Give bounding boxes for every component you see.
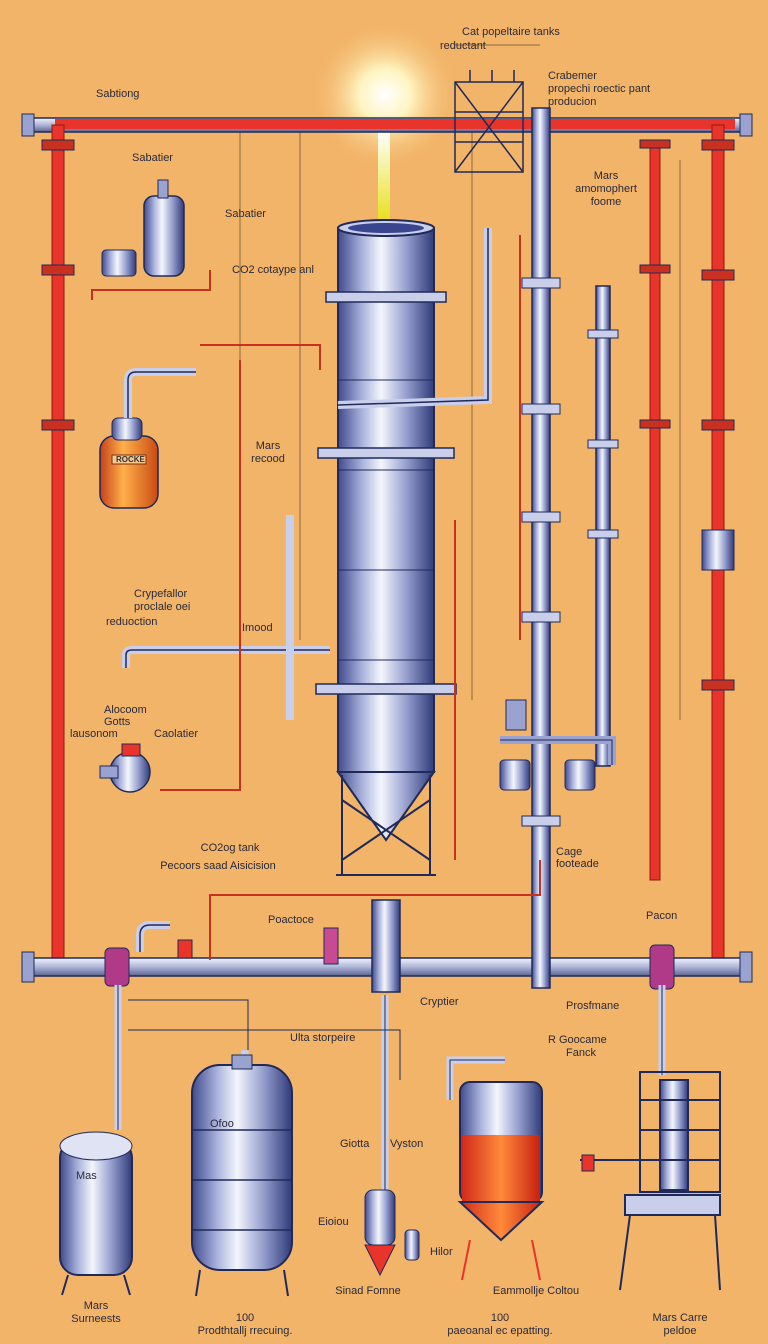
label-crabemer: Crabemer: [548, 70, 597, 82]
label-cage: Cage: [556, 846, 583, 858]
label-cryo-2: proclale oei: [134, 601, 191, 613]
label-cryptier: Cryptier: [420, 996, 459, 1008]
label-num-left: 100: [235, 1312, 255, 1324]
label-co2-tank: CO2og tank: [200, 842, 260, 854]
label-crabemer-3: producion: [548, 96, 597, 108]
label-cryo-3: reduoction: [106, 616, 158, 628]
label-imood: Imood: [242, 622, 273, 634]
label-cryo: Crypefallor: [134, 588, 188, 600]
label-mars-atm: Mars: [593, 170, 619, 182]
label-prod-left: Prodthtallj rrecuing.: [197, 1325, 293, 1337]
label-caolatier: Caolatier: [154, 728, 199, 740]
right-pump: [499, 699, 616, 791]
label-prod-right: paeoanal ec epatting.: [447, 1325, 553, 1337]
label-co2-capture: CO2 cotaype anl: [232, 264, 314, 276]
label-goocame-2: Fanck: [566, 1047, 596, 1059]
label-mars-surneests: Mars: [83, 1300, 109, 1312]
label-mars-carre: Mars Carre: [652, 1312, 708, 1324]
label-eammolle: Eammollje Coltou: [492, 1285, 580, 1297]
manifold-valves: [104, 899, 675, 993]
filter-unit: [364, 1189, 420, 1277]
label-mars-atm-3: foome: [590, 196, 622, 208]
label-mars-atm-2: amomophert: [575, 183, 637, 195]
top-scaffold: [454, 70, 524, 173]
label-hilor: Hilor: [430, 1246, 453, 1258]
label-poactoce: Poactoce: [268, 914, 314, 926]
right-structure: [580, 1071, 721, 1291]
label-eioiou: Eioiou: [318, 1216, 349, 1228]
label-pacon: Pacon: [646, 910, 678, 922]
label-mars-recood: Mars: [255, 440, 281, 452]
label-mars-recood-2: recood: [251, 453, 285, 465]
label-alocoom-3: lausonom: [70, 728, 118, 740]
label-sinad-fomne: Sinad Fomne: [335, 1285, 401, 1297]
label-sabatier-top: Sabatier: [132, 152, 173, 164]
label-mas: Mas: [76, 1170, 97, 1182]
label-top-tanks: Cat popeltaire tanks: [462, 26, 560, 38]
label-mars-surneests-2: Surneests: [71, 1313, 121, 1325]
label-num-right: 100: [490, 1312, 510, 1324]
red-cone-tank: [446, 1056, 545, 1281]
orange-tank-tag: ROCKE: [116, 455, 145, 464]
light-beam: [378, 130, 390, 220]
label-crabemer-2: propechi roectic pant: [548, 83, 651, 95]
orange-tank: [99, 417, 159, 509]
label-top-tanks-2: reductant: [440, 40, 486, 52]
label-vyston: Vyston: [390, 1138, 424, 1150]
ofoo-tank: [191, 1054, 293, 1297]
label-mars-carre-2: peldoe: [663, 1325, 697, 1337]
label-alocoom: Alocoom: [104, 704, 147, 716]
label-prosfmane: Prosfmane: [566, 1000, 620, 1012]
label-ofoo: Ofoo: [210, 1118, 234, 1130]
mas-tank: [59, 1131, 133, 1296]
left-pump: [99, 743, 151, 793]
label-sabtiong: Sabtiong: [96, 88, 140, 100]
label-cage-2: footeade: [556, 858, 599, 870]
sabatier-tank: [101, 179, 185, 277]
label-co2-tank-2: Pecoors saad Aisicision: [160, 860, 276, 872]
label-sabatier-arrow: Sabatier: [225, 208, 266, 220]
label-goocame: R Goocame: [548, 1034, 607, 1046]
label-ulta-storpeire: Ulta storpeire: [290, 1032, 356, 1044]
main-column: [315, 219, 457, 876]
label-giotta: Giotta: [340, 1138, 370, 1150]
label-alocoom-2: Gotts: [104, 716, 131, 728]
